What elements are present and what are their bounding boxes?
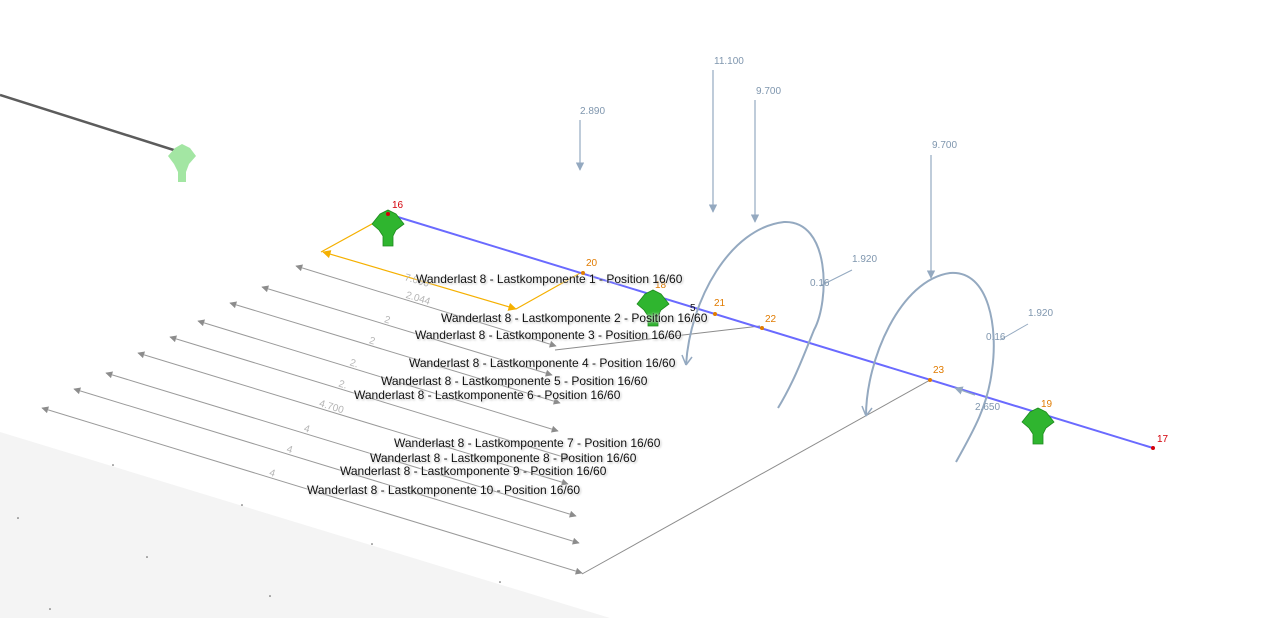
node-label-5[interactable]: 5 [690, 303, 696, 314]
load-area-outline [554, 325, 931, 575]
dimension-value: 2 [368, 335, 377, 347]
member-line[interactable] [387, 213, 1154, 449]
node-label-22[interactable]: 22 [765, 314, 777, 325]
node-label-20[interactable]: 20 [586, 258, 598, 269]
moment-value-2: 1.920 [1028, 308, 1053, 319]
node-label-17[interactable]: 17 [1157, 434, 1169, 445]
load-component-label-2[interactable]: Wanderlast 8 - Lastkomponente 2 - Positi… [441, 311, 708, 325]
load-component-label-5[interactable]: Wanderlast 8 - Lastkomponente 5 - Positi… [381, 374, 648, 388]
dimension-value: 4 [303, 423, 312, 435]
dimension-value: 2. [348, 358, 359, 371]
load-component-label-9[interactable]: Wanderlast 8 - Lastkomponente 9 - Positi… [340, 464, 607, 478]
distant-beam[interactable] [0, 93, 181, 154]
node-label-21[interactable]: 21 [714, 298, 726, 309]
load-component-label-1[interactable]: Wanderlast 8 - Lastkomponente 1 - Positi… [416, 272, 683, 286]
force-value-3: 9.700 [756, 86, 781, 97]
moment-value-1: 1.920 [852, 254, 877, 265]
force-value-1: 2.890 [580, 106, 605, 117]
node-labels: 16 20 18 5 21 22 23 19 17 [392, 200, 1169, 445]
support-node-18-icon[interactable] [636, 289, 670, 327]
node-label-16[interactable]: 16 [392, 200, 404, 211]
load-component-label-3[interactable]: Wanderlast 8 - Lastkomponente 3 - Positi… [415, 328, 682, 342]
load-component-label-4[interactable]: Wanderlast 8 - Lastkomponente 4 - Positi… [409, 356, 676, 370]
dimension-value: 2 [383, 314, 392, 326]
line-load-arrow [954, 386, 976, 396]
dimension-line [41, 406, 583, 575]
support-node-19-icon[interactable] [1021, 407, 1055, 445]
support-node-16-icon[interactable] [371, 209, 405, 247]
load-component-label-7[interactable]: Wanderlast 8 - Lastkomponente 7 - Positi… [394, 436, 661, 450]
load-component-label-6[interactable]: Wanderlast 8 - Lastkomponente 6 - Positi… [354, 388, 621, 402]
dimension-value: 2. [337, 379, 348, 392]
dimension-value: 4.700 [318, 398, 346, 416]
dimension-value: 2.044 [404, 290, 432, 308]
support-faded-icon [168, 144, 196, 182]
load-component-label-10[interactable]: Wanderlast 8 - Lastkomponente 10 - Posit… [307, 483, 581, 497]
moment-loads [681, 220, 1029, 463]
dimension-value: 4 [268, 468, 277, 480]
line-load-value: 2.650 [975, 402, 1000, 413]
load-component-label-8[interactable]: Wanderlast 8 - Lastkomponente 8 - Positi… [370, 451, 637, 465]
node-points [386, 212, 1155, 450]
dimension-value: 4 [285, 444, 294, 456]
node-label-23[interactable]: 23 [933, 365, 945, 376]
force-arrows [575, 70, 936, 279]
force-value-2: 11.100 [714, 56, 744, 67]
moment-inner-1: 0.16 [810, 278, 830, 289]
node-label-19[interactable]: 19 [1041, 399, 1053, 410]
node-label-18[interactable]: 18 [655, 280, 667, 291]
force-value-4: 9.700 [932, 140, 957, 151]
moment-inner-2: 0.16 [986, 332, 1006, 343]
